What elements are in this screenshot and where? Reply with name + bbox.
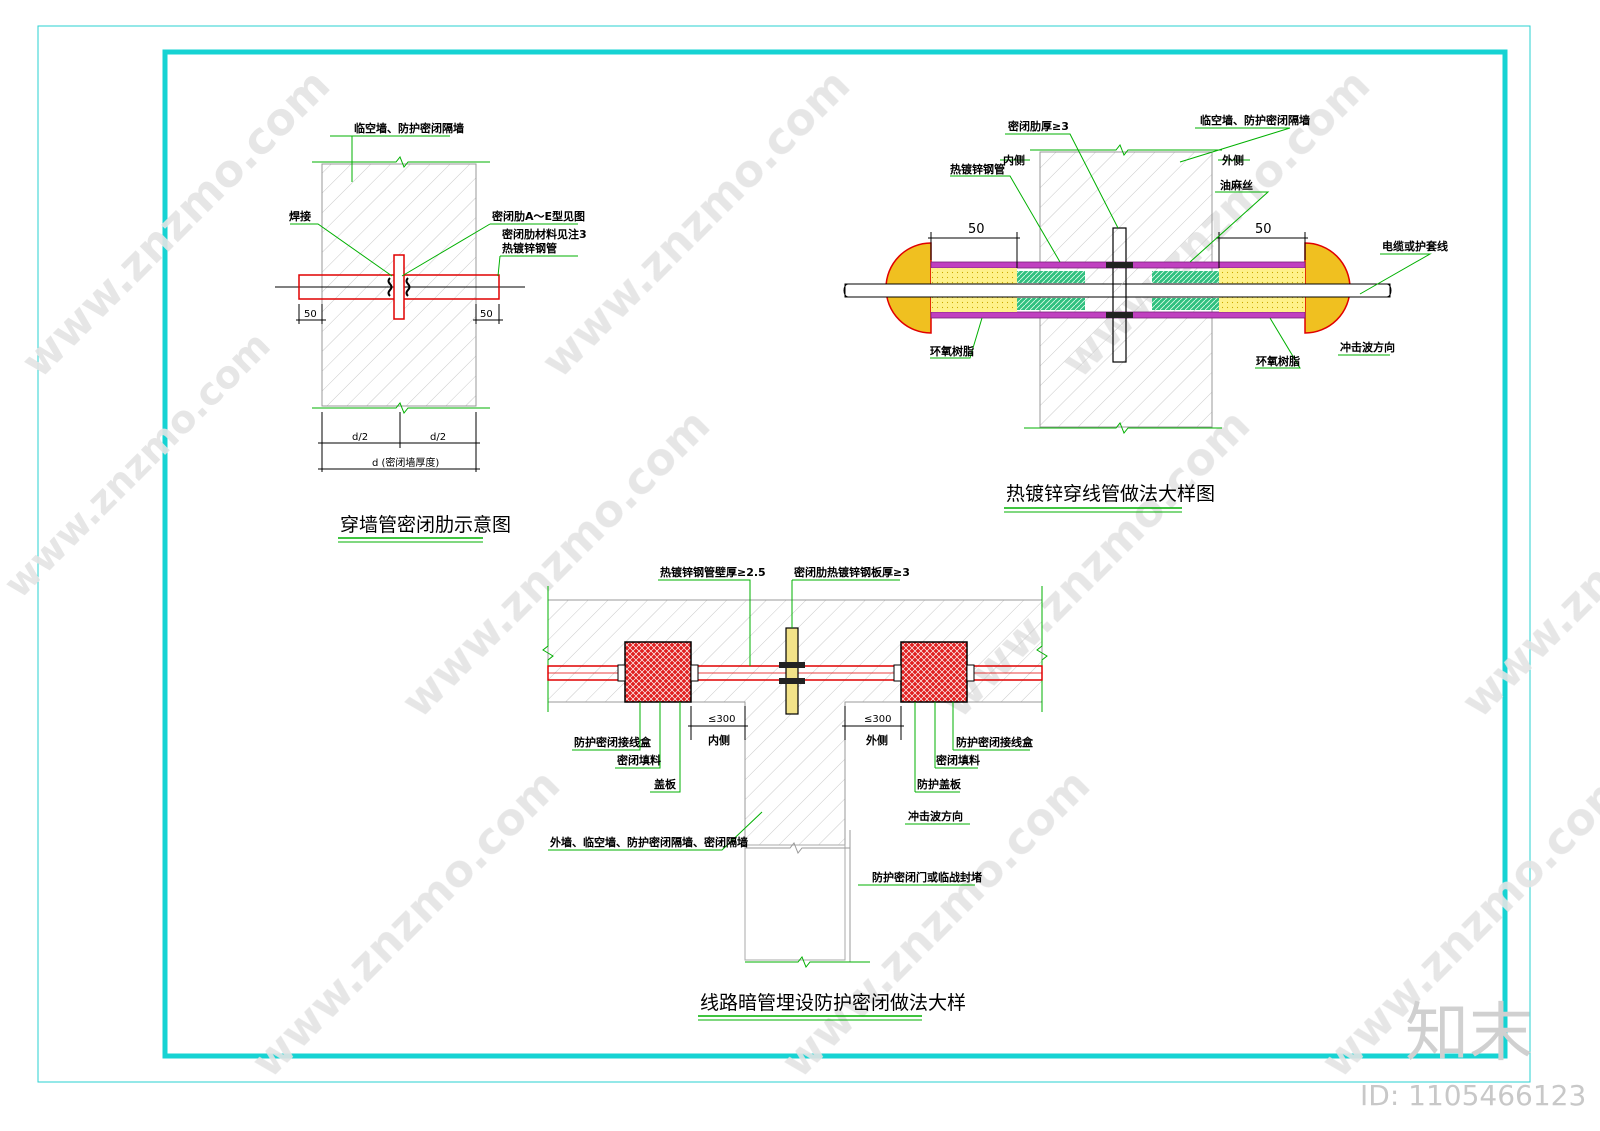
cable-label: 电缆或护套线 (1382, 239, 1448, 253)
resin-left-label: 环氧树脂 (930, 344, 974, 358)
rib-thickness-label: 密闭肋厚≥3 (1008, 119, 1069, 133)
hemp-label: 油麻丝 (1220, 178, 1253, 192)
diagram-2-title: 热镀锌穿线管做法大样图 (1006, 483, 1215, 505)
dim-left: 50 (968, 222, 985, 237)
junction-box-right (900, 641, 968, 703)
diagram-2-conduit-detail: 50 50 密闭肋厚≥3 临空墙、防护密闭隔墙 内侧 外侧 热镀锌钢管 油麻丝 … (843, 113, 1448, 513)
dim-right: ≤300 (864, 714, 891, 725)
dim-total: d (密闭墙厚度) (372, 456, 439, 469)
outside-label: 外侧 (1221, 153, 1244, 167)
diagram-3-title: 线路暗管埋设防护密闭做法大样 (700, 992, 966, 1014)
inside-label: 内侧 (708, 733, 730, 747)
pipe-label: 热镀锌钢管 (950, 162, 1005, 176)
brand-logo: 知末 (1405, 997, 1533, 1071)
watermark-text: www.znzmo.com (242, 759, 570, 1087)
outer-border (37, 25, 1531, 1083)
left-cover-label: 盖板 (654, 777, 677, 791)
rib-plate-label: 密闭肋热镀锌钢板厚≥3 (794, 565, 910, 579)
diagram-1-title: 穿墙管密闭肋示意图 (340, 514, 511, 536)
watermark-text: www.znzmo.com (532, 59, 860, 387)
wall-label: 临空墙、防护密闭隔墙 (354, 121, 464, 135)
wall-types-label: 外墙、临空墙、防护密闭隔墙、密闭隔墙 (549, 835, 748, 849)
hemp-right-top (1152, 271, 1219, 283)
sealing-rib (1112, 227, 1127, 363)
right-box-label: 防护密闭接线盒 (956, 735, 1034, 749)
hemp-right-bottom (1152, 298, 1219, 310)
sealing-rib-plate (785, 627, 799, 715)
outside-label: 外侧 (865, 733, 888, 747)
rib-type-label: 密闭肋A～E型见图 (492, 209, 585, 223)
door-label: 防护密闭门或临战封堵 (872, 870, 982, 884)
junction-box-left (624, 641, 692, 703)
inner-frame (162, 49, 1508, 1059)
dim-right: 50 (1255, 222, 1272, 237)
dim-right: 50 (480, 309, 493, 320)
left-box-label: 防护密闭接线盒 (574, 735, 652, 749)
dim-left: ≤300 (708, 714, 735, 725)
diagram-3-concealed-conduit: ≤300 ≤300 内侧 外侧 热镀锌钢管壁厚≥2.5 密闭肋热镀锌钢板厚≥3 … (542, 565, 1048, 1021)
wall-label: 临空墙、防护密闭隔墙 (1200, 113, 1310, 127)
hemp-left-top (1017, 271, 1085, 283)
right-fill-label: 密闭填料 (936, 753, 980, 767)
watermark-text: www.znzmo.com (1452, 399, 1600, 727)
image-id: ID: 1105466123 (1360, 1079, 1586, 1112)
door-strip (744, 844, 846, 961)
pipe-wall-label: 热镀锌钢管壁厚≥2.5 (660, 565, 766, 579)
shockwave-label: 冲击波方向 (908, 809, 963, 823)
pipe-label: 热镀锌钢管 (502, 241, 557, 255)
inside-label: 内侧 (1003, 153, 1025, 167)
left-fill-label: 密闭填料 (617, 753, 661, 767)
diagram-1-wall-pipe-rib: 临空墙、防护密闭隔墙 焊接 密闭肋A～E型见图 密闭肋材料见注3 热镀锌钢管 5… (275, 121, 587, 543)
weld-label: 焊接 (289, 209, 311, 223)
dim-left: 50 (304, 309, 317, 320)
resin-right-label: 环氧树脂 (1256, 354, 1300, 368)
rib-material-label: 密闭肋材料见注3 (502, 227, 587, 241)
hemp-left-bottom (1017, 298, 1085, 310)
right-cover-label: 防护盖板 (917, 777, 962, 791)
dim-half-right: d/2 (430, 432, 446, 443)
shockwave-label: 冲击波方向 (1340, 340, 1395, 354)
sealing-rib (393, 254, 405, 320)
dim-half-left: d/2 (352, 432, 368, 443)
